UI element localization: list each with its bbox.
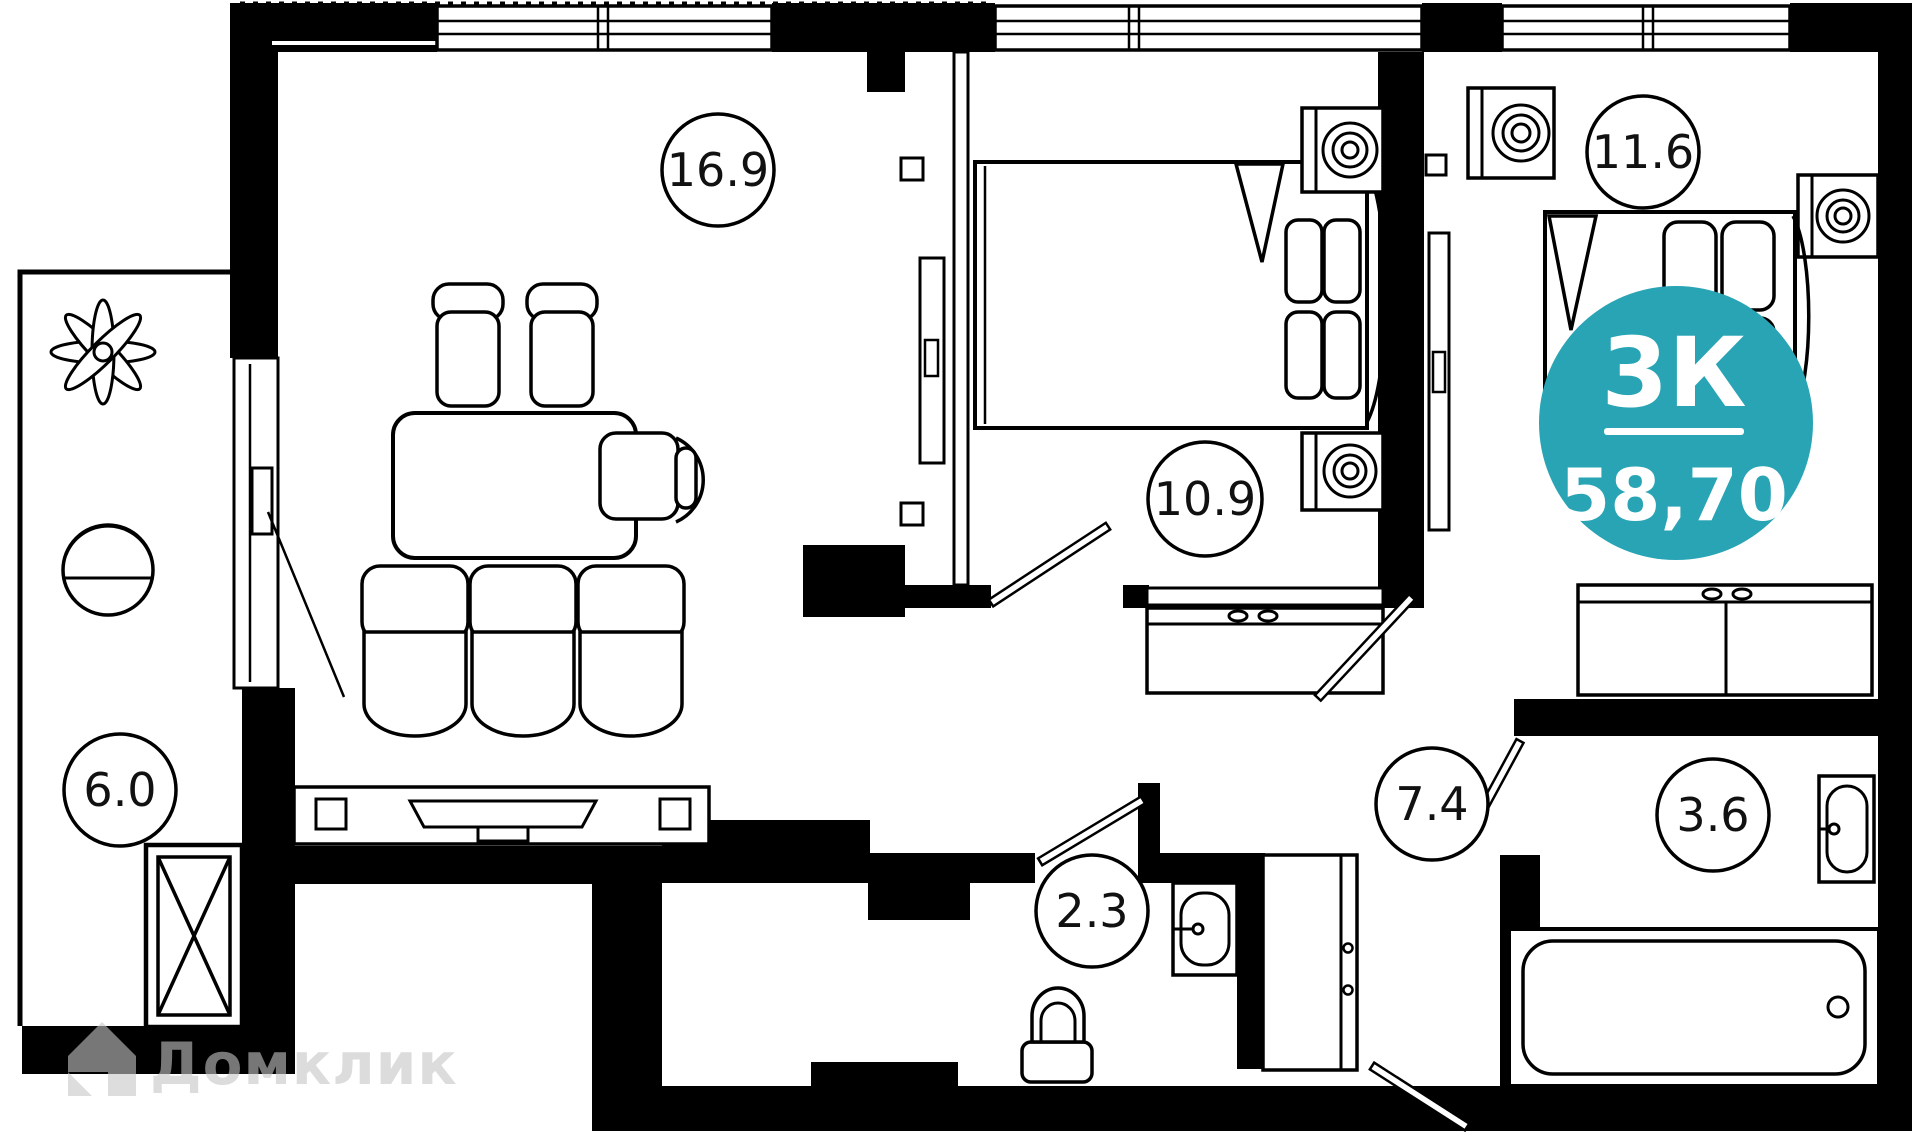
area-badge-circle <box>1539 286 1813 560</box>
storage-box <box>143 842 245 1030</box>
partition-post-1 <box>899 156 925 182</box>
room-label-hallway: 7.4 <box>1374 746 1490 862</box>
partition-bedroom-hall <box>1145 586 1385 607</box>
room-label-bedroom-2: 11.6 <box>1585 94 1701 210</box>
dining-chair-1 <box>431 282 505 408</box>
wall-wc-top-b <box>662 853 1035 883</box>
wall-center-band <box>905 585 991 608</box>
pillow <box>1284 218 1324 304</box>
svg-text:11.6: 11.6 <box>1592 125 1694 179</box>
dining-chair-2 <box>525 282 599 408</box>
wall-partition-stub <box>867 52 905 92</box>
plant <box>49 298 157 406</box>
bathroom-fixtures <box>1507 774 1881 1088</box>
toilet <box>1020 986 1094 1084</box>
bedroom-2-door-leaf <box>1313 592 1417 703</box>
window-living <box>435 4 774 52</box>
pillow <box>1322 310 1362 400</box>
bathtub <box>1507 927 1881 1088</box>
room-label-balcony: 6.0 <box>62 732 178 848</box>
windows <box>435 4 1792 52</box>
wall-living-bottom <box>295 846 595 884</box>
svg-text:10.9: 10.9 <box>1154 472 1256 526</box>
tv-console <box>292 785 711 846</box>
wall-left-upper <box>230 3 278 358</box>
svg-text:6.0: 6.0 <box>83 763 156 817</box>
entry-door-leaf <box>987 521 1112 609</box>
hall-dresser <box>1145 606 1385 695</box>
partition-post-2 <box>899 501 925 527</box>
wall-top-pier-2 <box>772 3 995 52</box>
blanket-fold <box>1233 162 1286 263</box>
console-speaker-right <box>658 797 692 831</box>
balcony-items <box>49 298 245 1030</box>
wall-wc-door-stub <box>1138 783 1160 856</box>
wardrobe-dresser-2 <box>1576 583 1874 697</box>
wc-sink <box>1171 881 1239 977</box>
room-labels: 16.9 10.9 11.6 6.0 7.4 3.6 2.3 <box>62 94 1771 969</box>
hall-door-leaf <box>1368 1060 1471 1132</box>
svg-text:7.4: 7.4 <box>1395 777 1468 831</box>
balcony-door-swing <box>266 511 346 698</box>
bedroom-furniture <box>973 106 1388 695</box>
wall-bedroom-door-stub <box>1123 585 1149 608</box>
tall-cabinet <box>1261 853 1359 1072</box>
tv-stand <box>476 825 530 843</box>
armchair <box>598 431 705 524</box>
partition-post-3 <box>1424 153 1448 177</box>
nightstand-2 <box>1796 173 1880 259</box>
nightstand-bottom <box>1300 431 1385 512</box>
pillow <box>1720 220 1776 312</box>
wall-left-lower <box>242 688 295 1074</box>
sliding-door-handle <box>923 338 940 378</box>
room-label-living: 16.9 <box>660 112 776 228</box>
wall-right <box>1878 3 1912 1131</box>
wc-fixtures <box>1020 853 1359 1084</box>
room-label-wc: 2.3 <box>1034 853 1150 969</box>
partitions <box>17 50 1451 1026</box>
living-room-furniture <box>292 282 711 846</box>
wall-corridor-column <box>592 846 662 1131</box>
watermark: Домклик <box>68 1022 458 1098</box>
svg-text:16.9: 16.9 <box>667 143 769 197</box>
speaker-cabinet <box>1466 86 1556 180</box>
doors <box>987 521 1526 1132</box>
domclick-logo-icon <box>68 1022 136 1096</box>
bathroom-sink <box>1817 774 1876 884</box>
wall-bottom-step <box>811 1062 958 1130</box>
area-badge: 3К 58,70 <box>1539 286 1813 560</box>
blanket-fold-2 <box>1546 214 1599 331</box>
balcony-door <box>232 356 346 698</box>
wall-wc-chunk <box>868 883 970 920</box>
wc-door-leaf <box>1036 794 1147 867</box>
walls <box>22 1 1912 1131</box>
console-speaker-left <box>314 797 348 831</box>
watermark-text: Домклик <box>150 1030 458 1098</box>
svg-text:3.6: 3.6 <box>1676 788 1749 842</box>
window-bedroom <box>993 4 1424 52</box>
balcony-table <box>61 523 155 617</box>
window-bedroom-2 <box>1500 4 1792 52</box>
pillow <box>1284 310 1324 400</box>
partition-living-bedroom <box>952 50 970 587</box>
tv-screen <box>407 799 599 829</box>
wall-top-pier-3 <box>1422 3 1502 52</box>
badge-divider <box>1604 428 1744 435</box>
sliding-door-2-handle <box>1431 350 1447 394</box>
badge-area-value: 58,70 <box>1560 453 1788 537</box>
svg-text:2.3: 2.3 <box>1055 884 1128 938</box>
wall-bathroom-top-stub <box>1514 699 1541 736</box>
room-label-bedroom: 10.9 <box>1146 440 1264 558</box>
badge-rooms-count: 3К <box>1601 317 1746 429</box>
wall-bathroom-top <box>1541 699 1878 736</box>
nightstand-top <box>1300 106 1385 194</box>
room-label-bathroom: 3.6 <box>1655 757 1771 873</box>
wall-balcony-bottom <box>22 1026 295 1074</box>
wall-center-block <box>803 545 905 617</box>
balcony-outline <box>17 269 230 1026</box>
sofa <box>360 564 686 738</box>
pillow <box>1322 218 1362 304</box>
wall-wc-right-column <box>1237 873 1265 1069</box>
